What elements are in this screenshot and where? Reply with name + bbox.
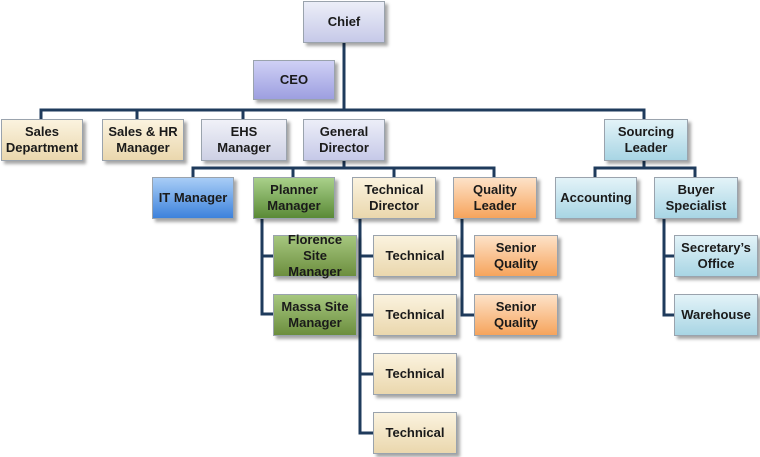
- node-technical-2: Technical: [373, 294, 457, 336]
- node-secretarys-office: Secretary’s Office: [674, 235, 758, 277]
- node-buyer-specialist: Buyer Specialist: [654, 177, 738, 219]
- node-technical-1: Technical: [373, 235, 457, 277]
- node-ehs-manager: EHS Manager: [201, 119, 287, 161]
- node-sales-department: Sales Department: [1, 119, 83, 161]
- node-senior-quality-1: Senior Quality: [474, 235, 558, 277]
- node-sales-hr-manager: Sales & HR Manager: [102, 119, 184, 161]
- node-it-manager: IT Manager: [152, 177, 234, 219]
- node-chief: Chief: [303, 1, 385, 43]
- node-accounting: Accounting: [555, 177, 637, 219]
- node-general-director: General Director: [303, 119, 385, 161]
- node-warehouse: Warehouse: [674, 294, 758, 336]
- node-florence-site-manager: Florence Site Manager: [273, 232, 357, 279]
- node-massa-site-manager: Massa Site Manager: [273, 294, 357, 336]
- node-planner-manager: Planner Manager: [253, 177, 335, 219]
- node-technical-4: Technical: [373, 412, 457, 454]
- node-quality-leader: Quality Leader: [453, 177, 537, 219]
- node-senior-quality-2: Senior Quality: [474, 294, 558, 336]
- node-ceo: CEO: [253, 60, 335, 100]
- node-sourcing-leader: Sourcing Leader: [604, 119, 688, 161]
- node-technical-director: Technical Director: [352, 177, 436, 219]
- node-technical-3: Technical: [373, 353, 457, 395]
